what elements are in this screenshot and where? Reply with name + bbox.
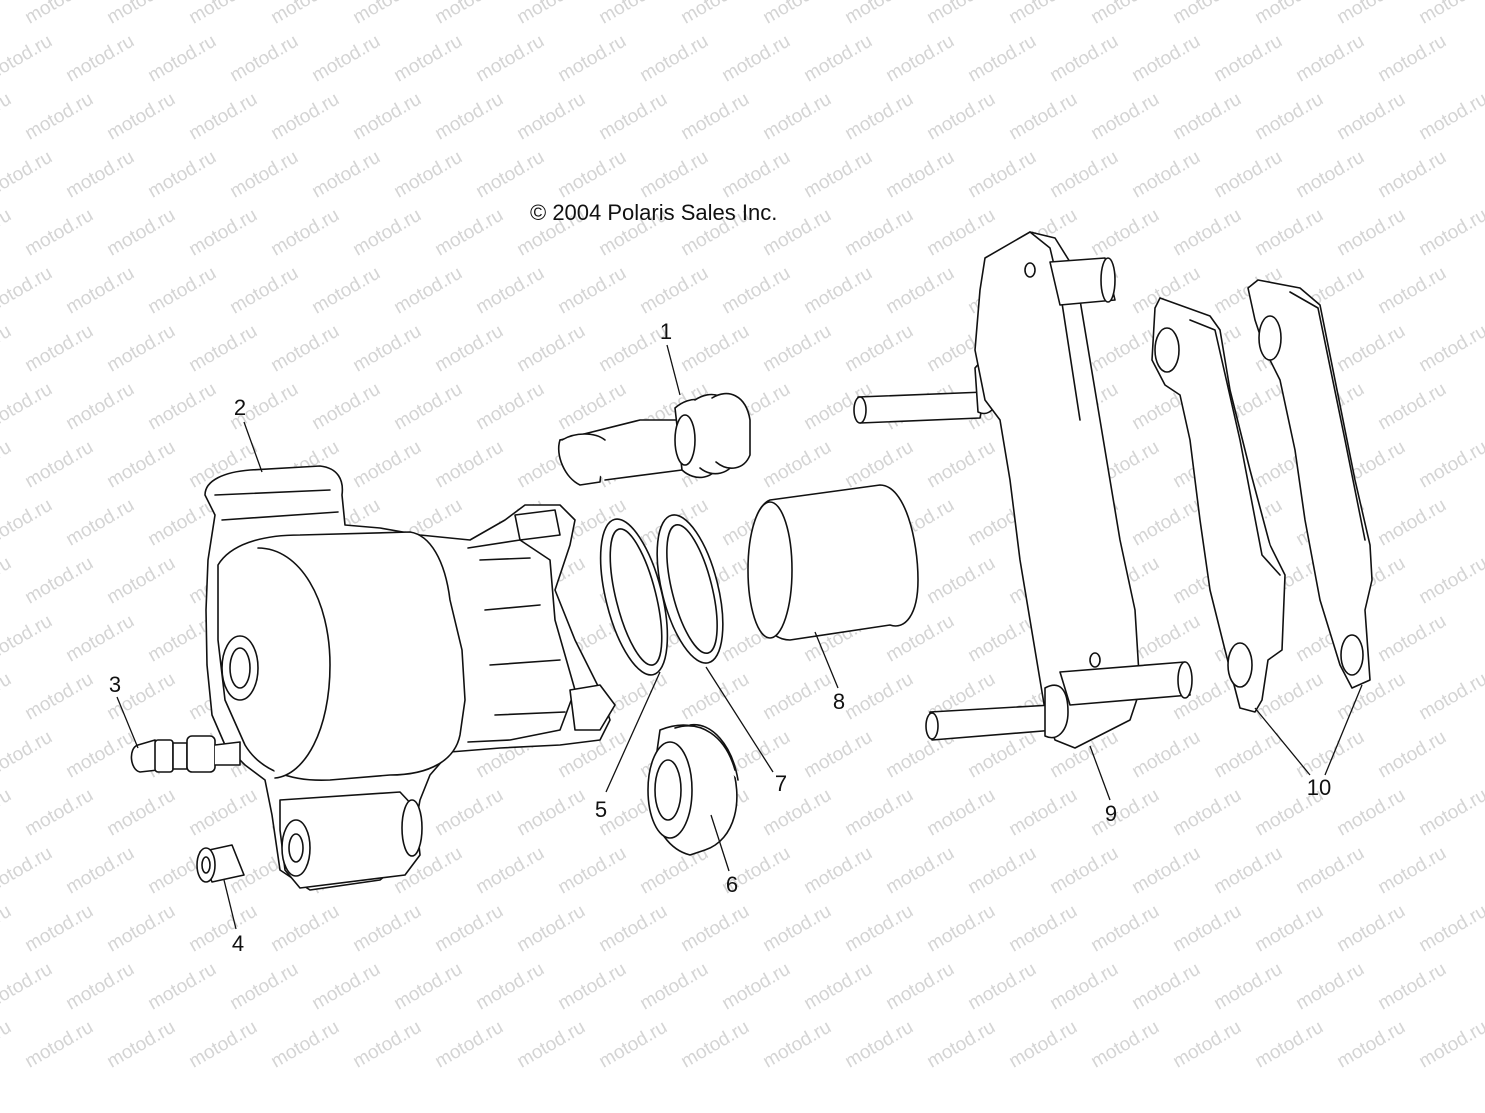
seal-ring-part-5 <box>587 513 680 682</box>
leader-lines <box>117 345 1362 929</box>
leader-line-3 <box>117 697 138 748</box>
callout-8: 8 <box>832 689 846 714</box>
piston-part-8 <box>748 485 918 640</box>
callout-5: 5 <box>594 797 608 822</box>
leader-line-10a <box>1255 708 1310 775</box>
copyright-notice: © 2004 Polaris Sales Inc. <box>530 200 778 225</box>
leader-line-9 <box>1090 746 1110 800</box>
bleeder-screw-part-3 <box>131 736 240 772</box>
caliper-bracket-part-9 <box>854 232 1192 748</box>
bushing-part-4 <box>197 845 244 882</box>
callout-9: 9 <box>1104 801 1118 826</box>
callout-10: 10 <box>1306 775 1332 800</box>
brake-pads-part-10 <box>1152 280 1372 712</box>
callout-2: 2 <box>233 395 247 420</box>
guide-pin-with-boot-part-1 <box>559 394 750 485</box>
leader-line-4 <box>224 880 236 929</box>
dust-boot-part-6 <box>648 725 738 855</box>
leader-line-8 <box>815 632 838 688</box>
callout-6: 6 <box>725 872 739 897</box>
leader-line-1 <box>667 345 680 395</box>
leader-line-2 <box>244 422 262 472</box>
callout-3: 3 <box>108 672 122 697</box>
leader-line-10b <box>1325 685 1362 775</box>
leader-line-5 <box>606 672 660 792</box>
seal-ring-part-7 <box>644 508 735 669</box>
leader-line-6 <box>711 815 729 871</box>
callout-7: 7 <box>774 771 788 796</box>
callout-4: 4 <box>231 931 245 956</box>
caliper-housing-part-2 <box>205 466 615 890</box>
callout-1: 1 <box>659 319 673 344</box>
leader-line-7 <box>706 667 773 772</box>
